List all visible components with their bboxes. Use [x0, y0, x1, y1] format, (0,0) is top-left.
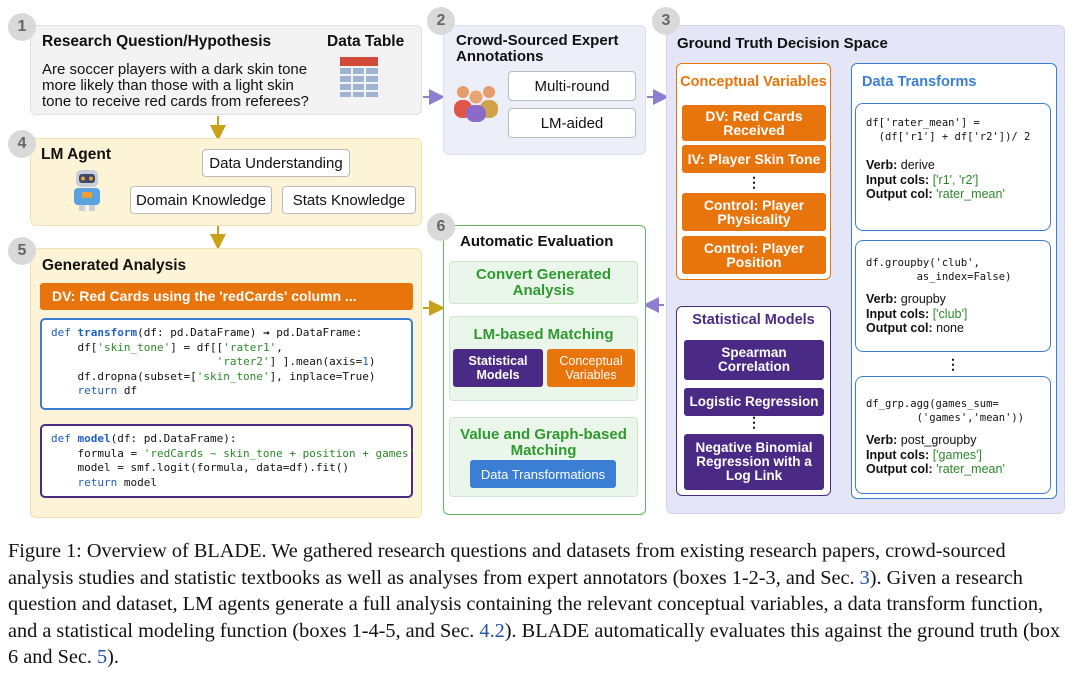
generated-analysis-title: Generated Analysis	[42, 257, 187, 274]
concept-ellipsis: ⋮	[747, 174, 761, 190]
robot-icon	[74, 170, 100, 211]
step-number-5: 5	[8, 237, 36, 265]
concept-control-position: Control: Player Position	[682, 236, 826, 274]
model-function-code: def model(df: pd.DataFrame): formula = '…	[51, 432, 416, 489]
transform-card-derive: df['rater_mean'] = (df['r1'] + df['r2'])…	[855, 103, 1051, 231]
lm-aided-label: LM-aided	[508, 108, 636, 138]
transform-function-code: def transform(df: pd.DataFrame) → pd.Dat…	[51, 326, 376, 397]
conceptual-variables-title: Conceptual Variables	[680, 74, 827, 90]
figure-caption: Figure 1: Overview of BLADE. We gathered…	[8, 540, 1061, 668]
data-table-label: Data Table	[327, 33, 405, 50]
transform-code-block: def transform(df: pd.DataFrame) → pd.Dat…	[40, 318, 413, 410]
transform-ellipsis: ⋮	[946, 356, 960, 372]
automatic-evaluation-title: Automatic Evaluation	[460, 233, 614, 250]
transform-code-post-groupby: df_grp.agg(games_sum= ('games','mean'))	[866, 398, 1025, 424]
transform-card-groupby: df.groupby('club', as_index=False) Verb:…	[855, 240, 1051, 352]
eval-data-transformations: Data Transformations	[470, 460, 616, 488]
transform-card-post-groupby: df_grp.agg(games_sum= ('games','mean')) …	[855, 376, 1051, 494]
research-question-title: Research Question/Hypothesis	[42, 33, 272, 50]
model-ellipsis: ⋮	[747, 414, 761, 430]
transform-code-derive: df['rater_mean'] = (df['r1'] + df['r2'])…	[866, 117, 1031, 143]
research-question-text: Are soccer players with a dark skin tone…	[42, 61, 309, 110]
multi-round-label: Multi-round	[508, 71, 636, 101]
caption-ref-sec4-2[interactable]: 4.2	[479, 619, 505, 642]
convert-analysis-label: Convert Generated Analysis	[475, 265, 612, 299]
lm-matching-label: LM-based Matching	[473, 326, 614, 343]
dv-banner: DV: Red Cards using the 'redCards' colum…	[40, 283, 413, 310]
skill-stats-knowledge: Stats Knowledge	[282, 186, 416, 214]
data-table-icon	[340, 57, 378, 97]
concept-iv-skin-tone: IV: Player Skin Tone	[682, 145, 826, 173]
model-logistic: Logistic Regression	[684, 388, 824, 416]
eval-statistical-models: Statistical Models	[453, 349, 543, 387]
step-number-2: 2	[427, 7, 455, 35]
caption-ref-sec3[interactable]: 3	[859, 566, 870, 589]
eval-conceptual-variables: Conceptual Variables	[547, 349, 635, 387]
caption-ref-sec5[interactable]: 5	[97, 646, 108, 668]
model-code-block: def model(df: pd.DataFrame): formula = '…	[40, 424, 416, 498]
data-transforms-title: Data Transforms	[862, 74, 977, 90]
step-number-4: 4	[8, 130, 36, 158]
value-graph-matching-label: Value and Graph-based Matching	[460, 426, 627, 459]
lm-agent-title: LM Agent	[41, 146, 112, 163]
model-spearman: Spearman Correlation	[684, 340, 824, 380]
expert-annotations-title: Crowd-Sourced Expert Annotations	[456, 32, 619, 65]
people-group-icon	[454, 86, 498, 122]
model-negative-binomial: Negative Binomial Regression with a Log …	[684, 434, 824, 490]
skill-data-understanding: Data Understanding	[202, 149, 350, 177]
convert-analysis-box: Convert Generated Analysis	[449, 261, 638, 304]
step-number-1: 1	[8, 13, 36, 41]
skill-domain-knowledge: Domain Knowledge	[130, 186, 272, 214]
step-number-3: 3	[652, 7, 680, 35]
concept-control-physicality: Control: Player Physicality	[682, 193, 826, 231]
transform-code-groupby: df.groupby('club', as_index=False)	[866, 257, 1012, 283]
ground-truth-title: Ground Truth Decision Space	[677, 35, 888, 52]
statistical-models-title: Statistical Models	[692, 312, 815, 328]
concept-dv-red-cards: DV: Red Cards Received	[682, 105, 826, 141]
step-number-6: 6	[427, 213, 455, 241]
